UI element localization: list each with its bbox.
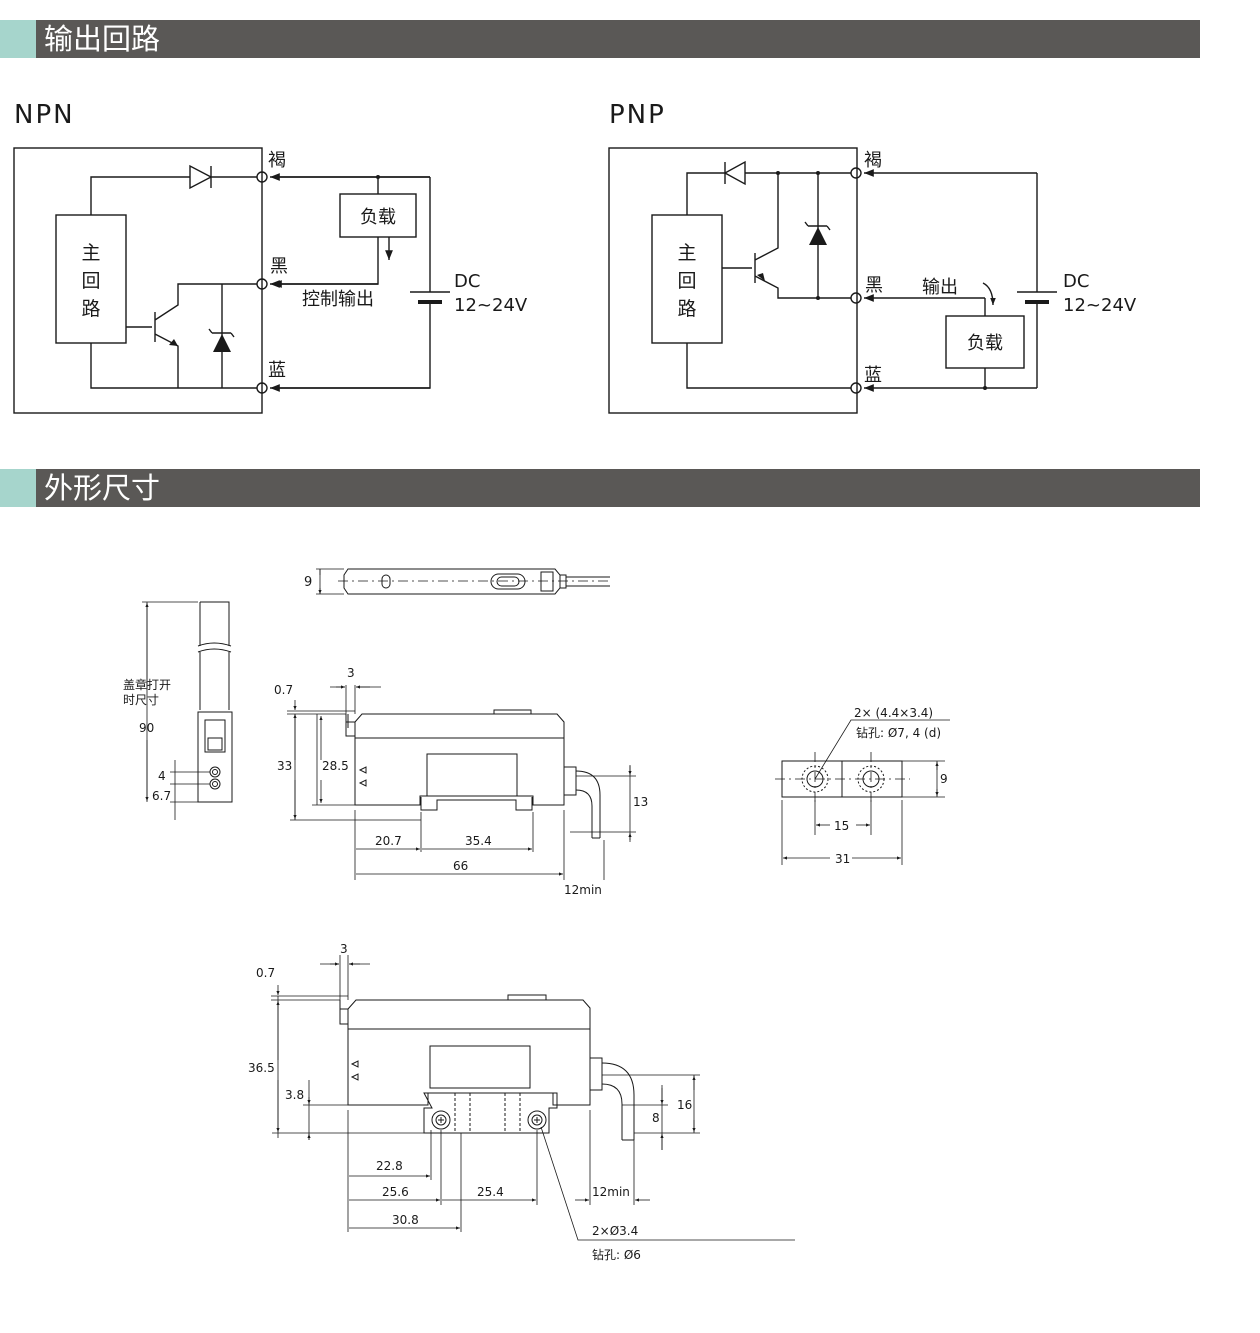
mounting-holes-drawing: 2× (4.4×3.4) 钻孔: Ø7, 4 (d) 9 15 31 [775,706,950,866]
section-accent [0,469,36,507]
cover-open-drawing: 盖章打开 时尺寸 90 4 6.7 [123,601,233,820]
dim-thickness: 9 [304,575,312,590]
terminal-blue [256,382,268,394]
dim-35-4: 35.4 [465,834,492,848]
load-label: 负载 [360,207,396,228]
battery-icon [418,300,442,304]
terminal-blue [850,382,862,394]
dc-label: DC [454,271,480,292]
section-header-output-circuit: 输出回路 [0,20,1200,58]
zener-diode-icon [809,227,827,245]
dim-22-8: 22.8 [376,1159,403,1173]
control-output-label: 控制输出 [302,289,374,310]
wire-label-brown: 褐 [864,150,882,171]
wire-label-blue: 蓝 [268,360,286,381]
dim-3: 3 [340,942,348,956]
npn-label: NPN [14,100,75,130]
dim-30-8: 30.8 [392,1213,419,1227]
diode-icon [189,164,213,190]
sensor-body-outline [608,147,858,414]
side-view-drawing: 0.7 33 28.5 3 13 20.7 35.4 66 12min [274,666,648,897]
dim-31: 31 [835,852,850,866]
section-title: 外形尺寸 [44,471,161,505]
main-circuit-char: 路 [81,298,100,320]
drill-spec: 钻孔: Ø6 [592,1247,641,1262]
sensor-body-outline [13,147,263,414]
dim-12min: 12min [592,1185,630,1199]
dim-25-6: 25.6 [382,1185,409,1199]
main-circuit-char: 主 [81,242,100,264]
dc-label: DC [1063,271,1089,292]
output-label: 输出 [922,277,958,298]
side-view-bracket-drawing: 0.7 36.5 3.8 3 8 16 22.8 25.6 25.4 12min… [248,942,795,1262]
battery-icon [1025,300,1049,304]
load-box [339,193,417,238]
dim-36-5: 36.5 [248,1061,275,1075]
dim-16: 16 [677,1098,692,1112]
dim-25-4: 25.4 [477,1185,504,1199]
load-label: 负载 [967,333,1003,354]
dim-6-7: 6.7 [152,789,171,803]
transistor-icon [722,173,851,299]
wire-label-black: 黑 [270,256,288,277]
terminal-brown [850,167,862,179]
main-circuit-char: 回 [81,270,100,292]
dim-66: 66 [453,859,468,873]
dim-20-7: 20.7 [375,834,402,848]
pnp-label: PNP [609,100,666,130]
dim-15: 15 [834,819,849,833]
dim-cover-open: 90 [139,721,154,735]
hole-spec: 2× (4.4×3.4) [854,706,933,720]
dim-3-8: 3.8 [285,1088,304,1102]
main-circuit-char: 回 [677,270,696,292]
dim-4: 4 [158,769,166,783]
main-circuit-char: 主 [677,242,696,264]
section-accent [0,20,36,58]
hole-spec: 2×Ø3.4 [592,1224,638,1238]
dim-0-7: 0.7 [256,966,275,980]
dim-13: 13 [633,795,648,809]
terminal-brown [256,171,268,183]
voltage-label: 12~24V [454,295,528,316]
cover-open-label: 时尺寸 [123,693,159,707]
zener-diode-icon [213,334,231,352]
diode-icon [723,160,746,186]
terminal-black [850,292,862,304]
output-arrow-icon [982,282,996,306]
load-box [945,315,1025,369]
main-circuit-char: 路 [677,298,696,320]
dim-3: 3 [347,666,355,680]
pnp-circuit: PNP 主 回 路 褐 黑 蓝 负载 输出 [608,100,1137,414]
npn-circuit: NPN 主 回 路 褐 黑 蓝 负载 控制输出 [13,100,528,414]
wire-label-brown: 褐 [268,150,286,171]
section-title: 输出回路 [44,22,161,56]
transistor-icon [126,283,257,388]
cover-open-label: 盖章打开 [123,677,171,692]
voltage-label: 12~24V [1063,295,1137,316]
dim-9: 9 [940,772,948,786]
dim-28-5: 28.5 [322,759,349,773]
top-view-drawing: 9 [304,568,610,594]
dim-12min: 12min [564,883,602,897]
wire-label-blue: 蓝 [864,365,882,386]
dim-8: 8 [652,1111,660,1125]
dim-0-7: 0.7 [274,683,293,697]
section-header-dimensions: 外形尺寸 [0,469,1200,507]
drill-spec: 钻孔: Ø7, 4 (d) [856,725,941,740]
wire-label-black: 黑 [865,275,883,296]
dim-33: 33 [277,759,292,773]
